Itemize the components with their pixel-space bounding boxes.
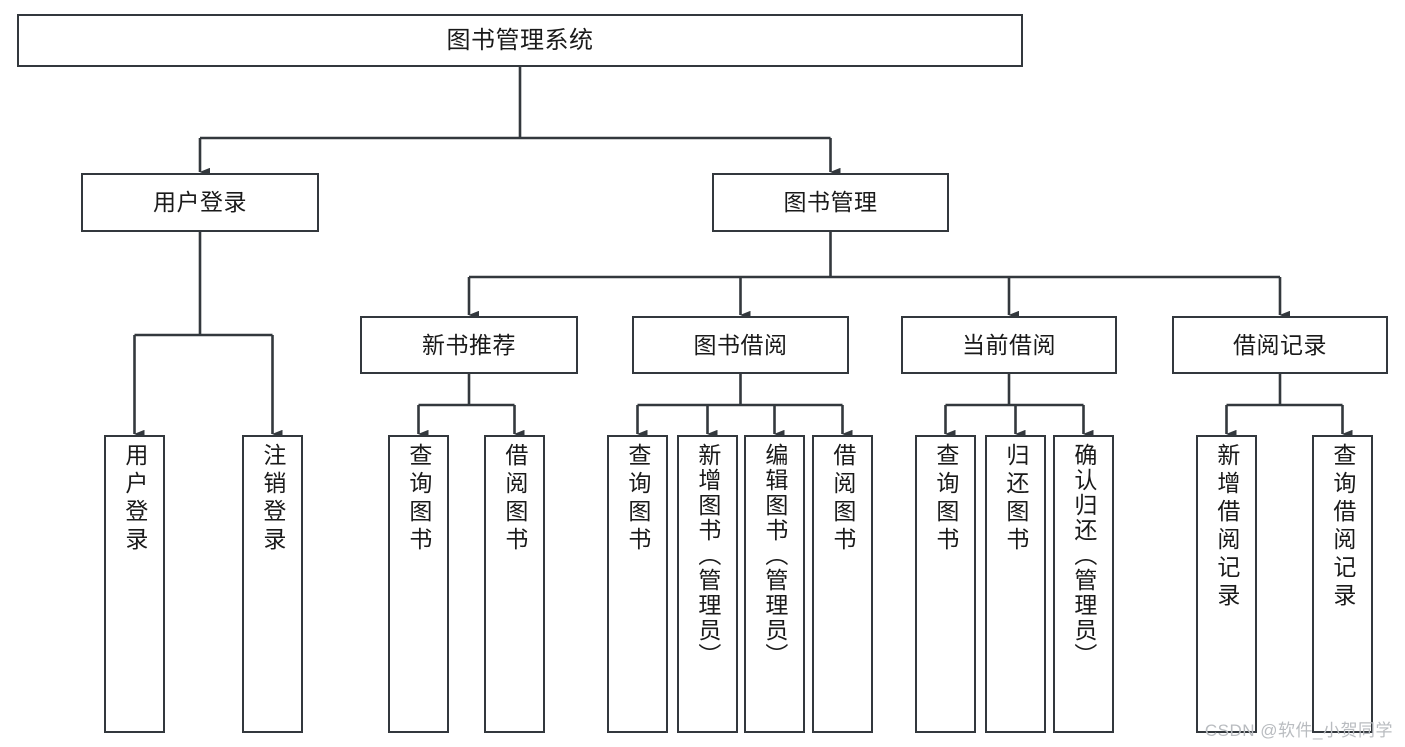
connector-paths xyxy=(133,67,1353,439)
node-leaf-query-book-3[interactable]: 查询图书 xyxy=(915,435,976,733)
node-label-leaf-return-book: 归还图书 xyxy=(1002,443,1029,555)
node-label-leaf-user-logout: 注销登录 xyxy=(259,443,286,555)
node-leaf-user-logout[interactable]: 注销登录 xyxy=(242,435,303,733)
node-label-leaf-add-book: 新增图书（管理员） xyxy=(694,443,721,668)
node-leaf-return-book[interactable]: 归还图书 xyxy=(985,435,1046,733)
node-borrow-record[interactable]: 借阅记录 xyxy=(1172,316,1388,374)
node-book-borrow[interactable]: 图书借阅 xyxy=(632,316,849,374)
node-label-current-borrow: 当前借阅 xyxy=(962,331,1056,358)
node-label-leaf-query-book-2: 查询图书 xyxy=(624,443,651,555)
node-label-leaf-query-book-1: 查询图书 xyxy=(405,443,432,555)
node-label-leaf-edit-book: 编辑图书（管理员） xyxy=(761,443,788,668)
node-new-book-recommend[interactable]: 新书推荐 xyxy=(360,316,578,374)
node-label-leaf-confirm-return: 确认归还（管理员） xyxy=(1070,443,1097,668)
node-user-login[interactable]: 用户登录 xyxy=(81,173,319,232)
node-label-book-manage: 图书管理 xyxy=(783,189,878,216)
node-root[interactable]: 图书管理系统 xyxy=(17,14,1023,67)
node-leaf-borrow-book-1[interactable]: 借阅图书 xyxy=(484,435,545,733)
node-book-manage[interactable]: 图书管理 xyxy=(712,173,949,232)
node-label-user-login: 用户登录 xyxy=(153,189,247,216)
node-leaf-borrow-book-2[interactable]: 借阅图书 xyxy=(812,435,873,733)
node-leaf-query-book-1[interactable]: 查询图书 xyxy=(388,435,449,733)
node-leaf-query-record[interactable]: 查询借阅记录 xyxy=(1312,435,1373,733)
node-leaf-query-book-2[interactable]: 查询图书 xyxy=(607,435,668,733)
node-leaf-edit-book[interactable]: 编辑图书（管理员） xyxy=(744,435,805,733)
node-current-borrow[interactable]: 当前借阅 xyxy=(901,316,1117,374)
node-label-leaf-query-record: 查询借阅记录 xyxy=(1329,443,1356,611)
node-label-root: 图书管理系统 xyxy=(446,26,594,54)
node-leaf-confirm-return[interactable]: 确认归还（管理员） xyxy=(1053,435,1114,733)
node-label-leaf-query-book-3: 查询图书 xyxy=(932,443,959,555)
node-leaf-add-book[interactable]: 新增图书（管理员） xyxy=(677,435,738,733)
node-label-borrow-record: 借阅记录 xyxy=(1233,331,1327,358)
node-label-leaf-borrow-book-2: 借阅图书 xyxy=(829,443,856,555)
node-leaf-add-record[interactable]: 新增借阅记录 xyxy=(1196,435,1257,733)
node-label-leaf-borrow-book-1: 借阅图书 xyxy=(501,443,528,555)
node-leaf-user-login[interactable]: 用户登录 xyxy=(104,435,165,733)
node-label-new-book-recommend: 新书推荐 xyxy=(422,331,516,358)
node-label-leaf-add-record: 新增借阅记录 xyxy=(1213,443,1240,611)
node-label-leaf-user-login: 用户登录 xyxy=(121,443,148,555)
node-label-book-borrow: 图书借阅 xyxy=(693,331,788,358)
watermark-label: CSDN @软件_小贺同学 xyxy=(1204,721,1393,740)
